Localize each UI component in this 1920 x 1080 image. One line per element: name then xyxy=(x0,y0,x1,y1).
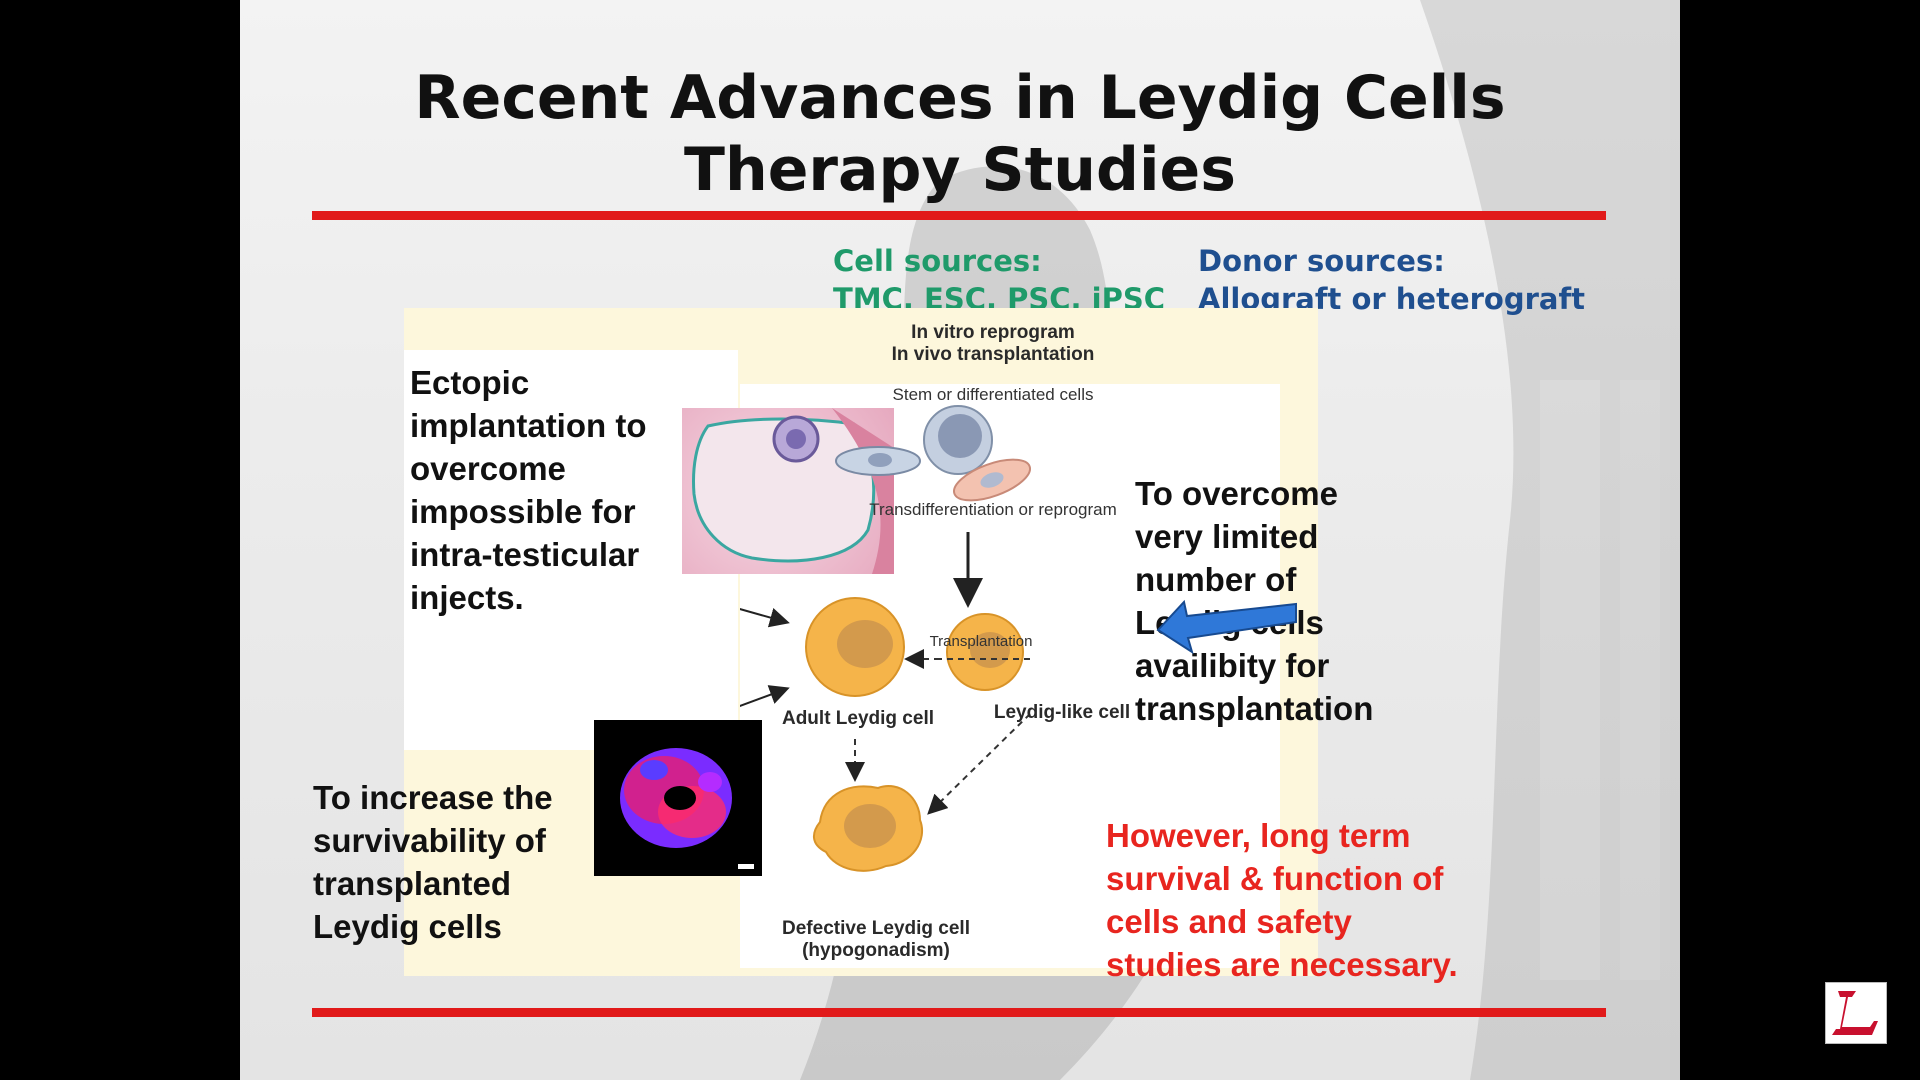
ectopic-implantation-text: Ectopic implantation to overcome impossi… xyxy=(410,364,647,616)
however-warning-text: However, long term survival & function o… xyxy=(1106,817,1458,983)
survivability-text: To increase the survivability of transpl… xyxy=(313,779,553,945)
transdifferentiation-label: Transdifferentiation or reprogram xyxy=(869,500,1117,519)
letterbox-right xyxy=(1680,0,1920,1080)
transplantation-label: Transplantation xyxy=(929,633,1033,650)
presentation-slide: Recent Advances in Leydig Cells Therapy … xyxy=(240,0,1680,1080)
l-logo-icon xyxy=(1832,991,1878,1035)
in-vitro-label: In vitro reprogram In vivo transplantati… xyxy=(891,322,1095,365)
defective-leydig-label: Defective Leydig cell (hypogonadism) xyxy=(782,918,970,961)
leydig-diagram xyxy=(740,405,1297,872)
fluorescence-cell-cluster xyxy=(620,748,754,869)
stem-cells-label: Stem or differentiated cells xyxy=(892,385,1094,404)
fluorescence-pointer-arrow xyxy=(740,685,790,707)
top-red-rule xyxy=(312,211,1606,220)
cell-sources: Cell sources: TMC, ESC, PSC, iPSC xyxy=(833,242,1165,318)
blue-pointer-arrow xyxy=(1156,599,1297,655)
channel-logo xyxy=(1825,982,1887,1044)
title-line-1: Recent Advances in Leydig Cells xyxy=(414,63,1506,133)
leydig-like-to-defective-arrow xyxy=(927,713,1031,815)
fluorescence-image xyxy=(594,720,762,876)
donor-sources: Donor sources: Allograft or heterograft xyxy=(1198,242,1585,318)
bottom-red-rule xyxy=(312,1008,1606,1017)
title-line-2: Therapy Studies xyxy=(684,135,1236,205)
adult-leydig-label: Adult Leydig cell xyxy=(781,708,935,729)
histology-pointer-arrow xyxy=(740,608,790,628)
cell-sources-label: Cell sources: xyxy=(833,244,1042,278)
donor-sources-label: Donor sources: xyxy=(1198,244,1445,278)
letterbox-left xyxy=(0,0,240,1080)
leydig-like-label: Leydig-like cell xyxy=(993,702,1131,723)
slide-title: Recent Advances in Leydig Cells Therapy … xyxy=(240,62,1680,206)
